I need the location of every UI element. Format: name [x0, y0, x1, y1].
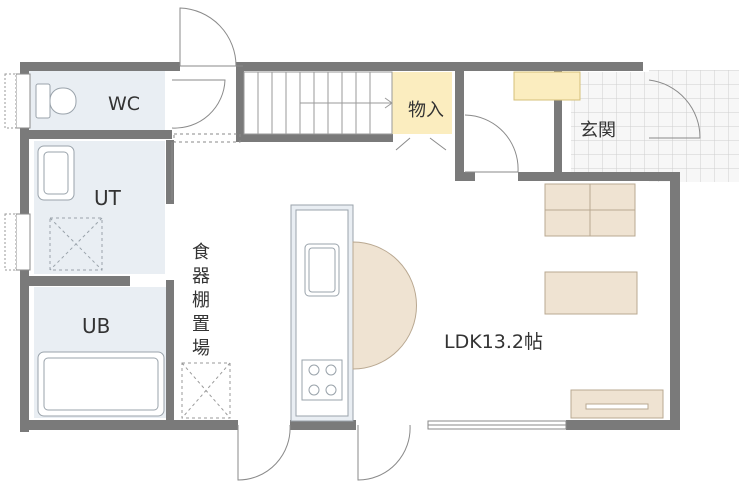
door-bottom-left: [237, 424, 291, 481]
washer-space: [49, 217, 103, 271]
sink-icon: [304, 243, 340, 297]
wall-top-left: [20, 62, 180, 71]
storage-label: 物入: [408, 100, 444, 121]
wall-right: [670, 172, 680, 430]
entrance-outside-floor: [649, 70, 739, 182]
windows: [4, 73, 567, 430]
wall-stair-bottom: [243, 134, 393, 142]
dish-shelf-char: 器: [192, 266, 210, 287]
dish-shelf-label: 食 器 棚 置 場: [192, 242, 210, 359]
wall-ut-bottom: [20, 276, 130, 286]
window-ut-side: [4, 213, 17, 271]
furniture: [513, 71, 664, 419]
stove-icon: [301, 359, 343, 401]
wall-entrance-left: [554, 62, 562, 172]
wall-wc-bottom: [20, 130, 172, 139]
dish-shelf-char: 食: [192, 242, 210, 263]
room-fills: [27, 70, 739, 418]
ldk-label: LDK13.2帖: [444, 331, 543, 353]
washbasin-icon: [37, 145, 75, 201]
low-table: [544, 271, 638, 315]
toilet-icon: [35, 83, 77, 119]
storage-floor: [392, 72, 452, 134]
wall-ut-right: [166, 140, 174, 204]
stairs-icon: [243, 71, 393, 135]
entrance-shelf: [513, 71, 581, 101]
wall-top-mid: [243, 62, 459, 71]
wall-bottom-right: [566, 420, 680, 430]
wall-entrance-bottom: [518, 172, 680, 181]
dish-shelf-char: 置: [192, 314, 210, 335]
window-wc: [15, 73, 31, 129]
window-wc-side: [4, 73, 17, 129]
wall-hall-bottom: [455, 172, 475, 181]
kitchen-counter: [290, 204, 354, 422]
door-top-left: [179, 7, 237, 67]
wall-ub-right: [166, 280, 174, 426]
door-hall: [464, 114, 519, 173]
ub-label: UB: [82, 314, 110, 338]
wall-top-right: [460, 62, 643, 71]
door-wc: [171, 79, 226, 129]
dish-shelf-char: 棚: [192, 290, 210, 311]
window-ut: [15, 213, 31, 271]
wall-storage-right: [455, 62, 464, 180]
walls: [20, 62, 680, 432]
bathtub-icon: [37, 351, 165, 417]
wall-bottom-mid: [290, 420, 356, 430]
dish-shelf-space: [181, 362, 231, 419]
dish-shelf-char: 場: [192, 338, 210, 359]
entrance-label: 玄関: [580, 120, 616, 141]
wall-bottom-left: [20, 420, 238, 430]
dining-table: [352, 241, 417, 370]
door-entrance: [648, 79, 701, 139]
wall-stair-left: [236, 62, 244, 142]
doors: [171, 7, 701, 481]
door-bottom-mid: [357, 424, 411, 481]
entrance-floor: [571, 72, 649, 172]
wc-label: WC: [108, 93, 140, 115]
ut-label: UT: [94, 186, 122, 210]
door-storage: [395, 137, 447, 151]
